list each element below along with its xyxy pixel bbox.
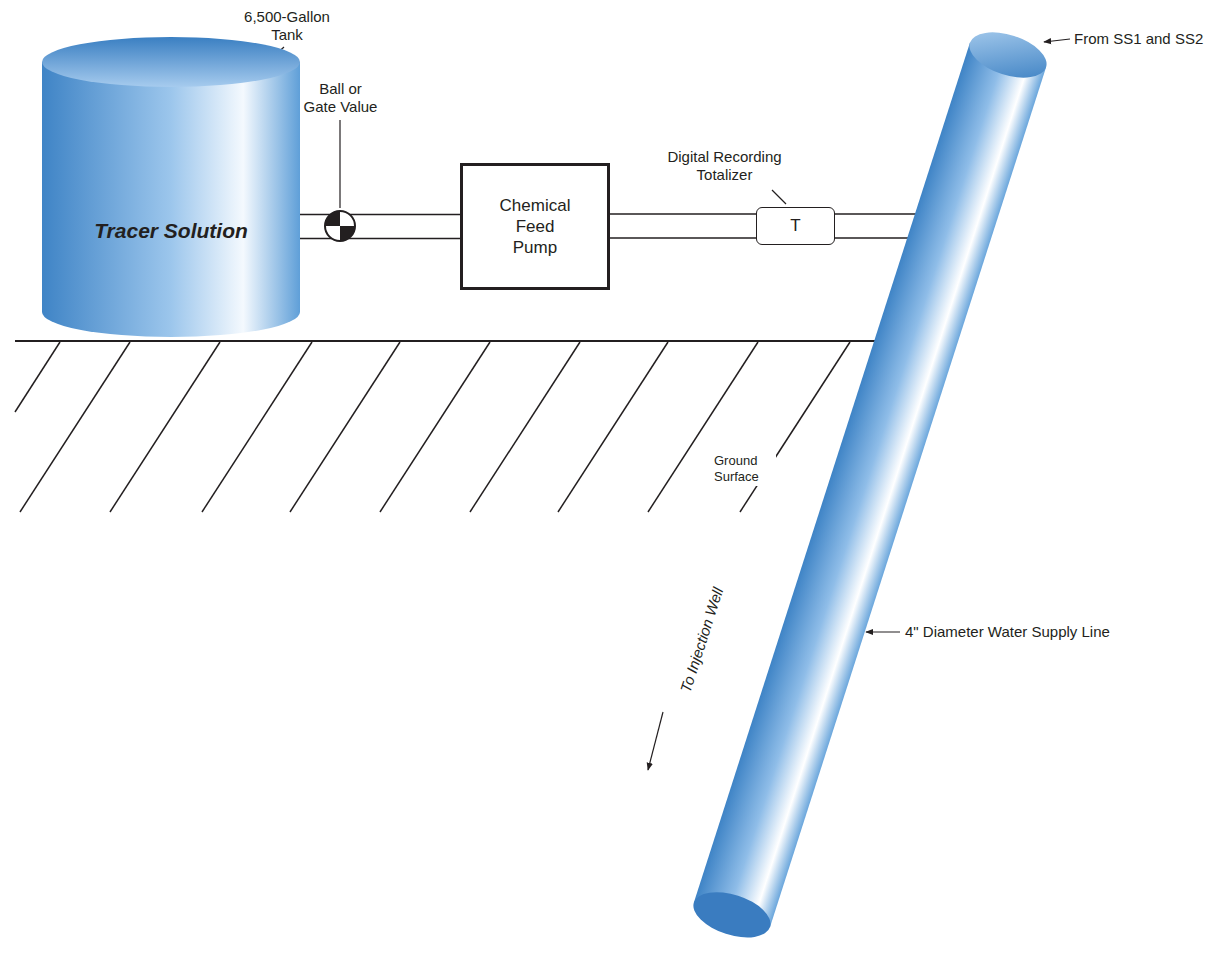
pipe-callout: 4" Diameter Water Supply Line [905, 623, 1110, 641]
node-text: T [790, 216, 800, 236]
pipe-wall [610, 237, 756, 239]
valve-callout: Ball or Gate Value [302, 80, 379, 116]
pipe-wall [300, 214, 460, 216]
valve-symbol [325, 211, 355, 241]
node-text: Chemical Feed Pump [497, 195, 573, 258]
node-text: Tracer Solution [42, 218, 300, 244]
pipe-wall [610, 213, 756, 215]
flow-direction-label: To Injection Well [677, 585, 728, 695]
tank-cylinder [42, 37, 300, 337]
ground-line [15, 340, 880, 342]
totalizer-box: T [756, 207, 835, 245]
node-text-group: T [790, 216, 800, 236]
tank-node: Tracer Solution [42, 37, 300, 337]
ground-label: Ground Surface [712, 452, 776, 486]
pipe-connector [300, 215, 460, 239]
pipe-connector [610, 214, 756, 238]
node-text-group: Chemical Feed Pump [497, 195, 573, 258]
pump-box: Chemical Feed Pump [460, 163, 610, 290]
ground-hatching [15, 342, 850, 512]
node-text-group: Tracer Solution [42, 37, 300, 244]
totalizer-callout: Digital Recording Totalizer [657, 148, 792, 184]
leader-lines [273, 39, 1070, 770]
totalizer-outlet-pipe [835, 214, 920, 238]
tank-callout: 6,500-Gallon Tank [237, 8, 337, 44]
pipe-wall [300, 238, 460, 240]
source-callout: From SS1 and SS2 [1074, 30, 1203, 48]
